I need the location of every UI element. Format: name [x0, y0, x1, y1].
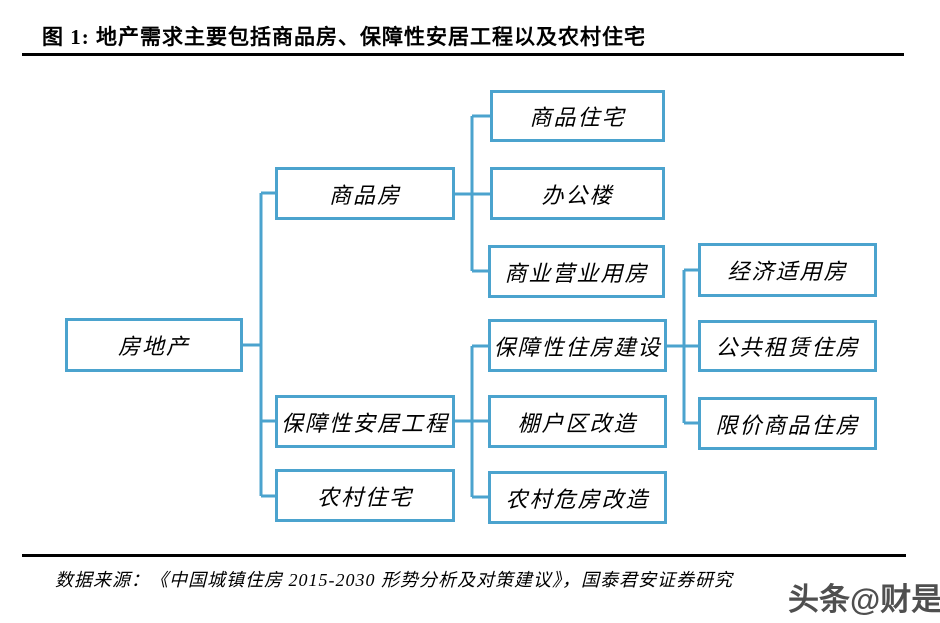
data-source: 数据来源：《中国城镇住房 2015-2030 形势分析及对策建议》，国泰君安证券… [55, 570, 733, 590]
node-economic-housing: 经济适用房 [698, 243, 877, 297]
title-underline [22, 53, 904, 56]
figure-title: 图 1: 地产需求主要包括商品房、保障性安居工程以及农村住宅 [42, 25, 646, 49]
node-affordable-housing-project: 保障性安居工程 [275, 395, 455, 448]
node-rural-housing: 农村住宅 [275, 469, 455, 522]
node-office-building: 办公楼 [490, 167, 665, 220]
node-price-limited-housing: 限价商品住房 [698, 397, 877, 450]
node-rural-dilapidated-renovation: 农村危房改造 [488, 471, 667, 524]
node-real-estate: 房地产 [65, 318, 243, 372]
node-public-rental-housing: 公共租赁住房 [698, 320, 877, 372]
node-commercial-business-premises: 商业营业用房 [488, 245, 665, 298]
node-supported-housing-construction: 保障性住房建设 [488, 319, 667, 372]
node-commodity-residential: 商品住宅 [490, 90, 665, 142]
node-shantytown-renovation: 棚户区改造 [488, 395, 667, 448]
watermark: 头条@财是 [788, 582, 940, 617]
footer-divider [22, 554, 906, 557]
node-commodity-housing: 商品房 [275, 167, 455, 220]
